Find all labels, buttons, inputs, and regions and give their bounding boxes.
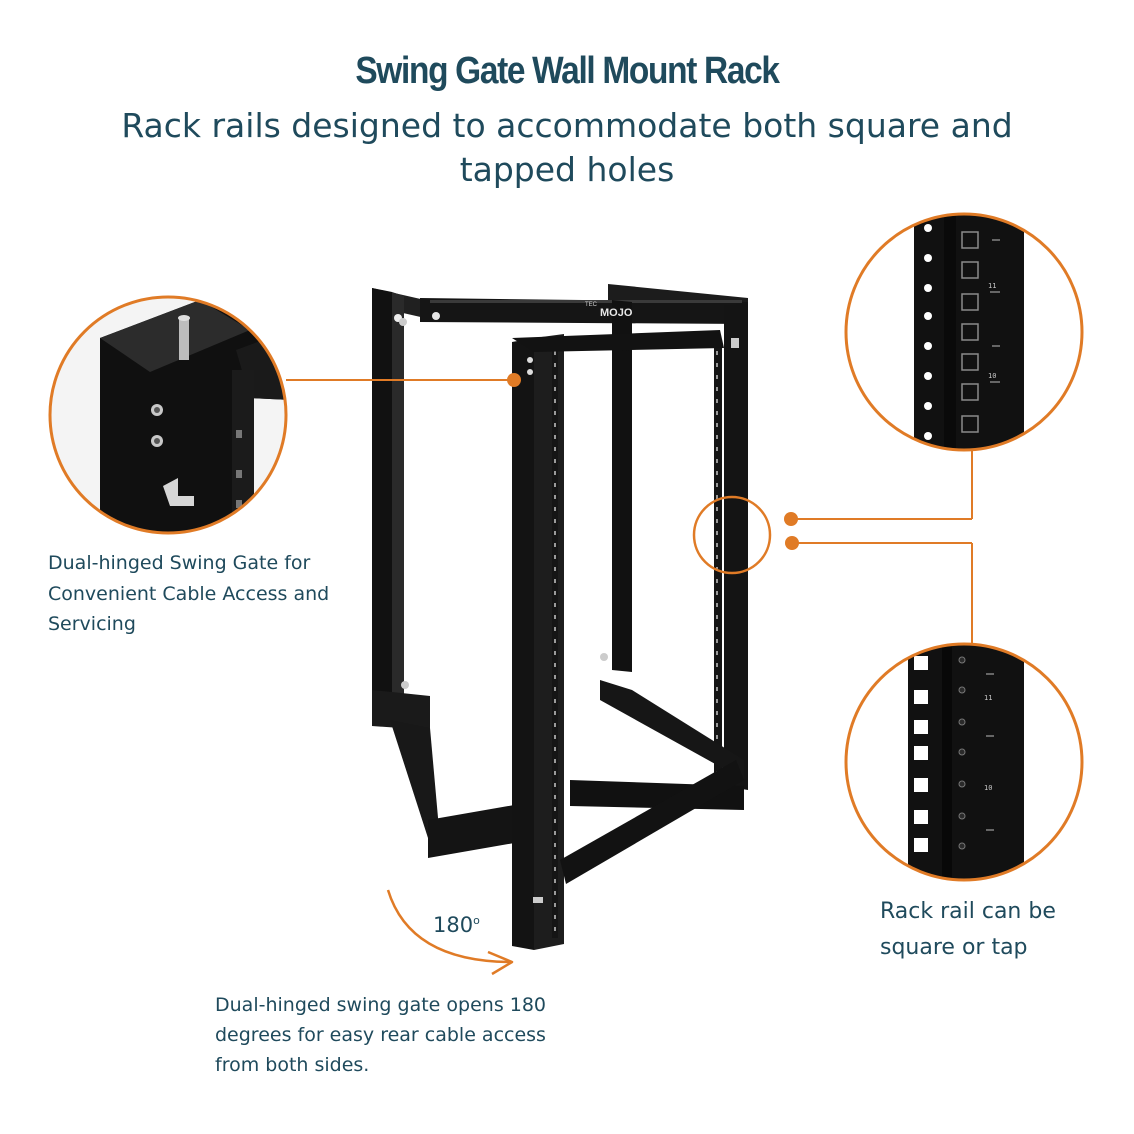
rack-frame (372, 284, 748, 950)
rail-marker-dot-upper (784, 512, 798, 526)
swing-gate-caption: Dual-hinged Swing Gate for Convenient Ca… (48, 552, 330, 635)
rail-highlight-ring (692, 495, 772, 575)
rail-number-upper-2: 10 (988, 372, 996, 380)
rail-number-lower-1: 11 (984, 694, 992, 702)
page-title: Swing Gate Wall Mount Rack (355, 50, 780, 92)
page-subtitle: Rack rails designed to accommodate both … (121, 106, 1013, 189)
rail-marker-dot-lower (785, 536, 799, 550)
hinge-marker-dot (507, 373, 521, 387)
rail-type-caption: Rack rail can be square or tap (880, 899, 1056, 960)
rail-number-upper-1: 11 (988, 282, 996, 290)
brand-logo: MOJO (600, 307, 633, 319)
rail-number-lower-2: 10 (984, 784, 992, 792)
hinge-detail-zoom (48, 295, 288, 535)
rotation-angle-label: 180o (433, 913, 480, 937)
rotation-arrow (386, 889, 514, 976)
degree-symbol: o (473, 914, 480, 927)
square-rail-zoom: 11 10 (844, 642, 1084, 882)
rotation-angle-value: 180 (433, 913, 474, 937)
tapped-rail-zoom: 11 10 (844, 212, 1084, 452)
rotation-caption: Dual-hinged swing gate opens 180 degrees… (215, 994, 547, 1076)
callout-lines (286, 379, 973, 645)
brand-small-text: TEC (585, 302, 598, 308)
